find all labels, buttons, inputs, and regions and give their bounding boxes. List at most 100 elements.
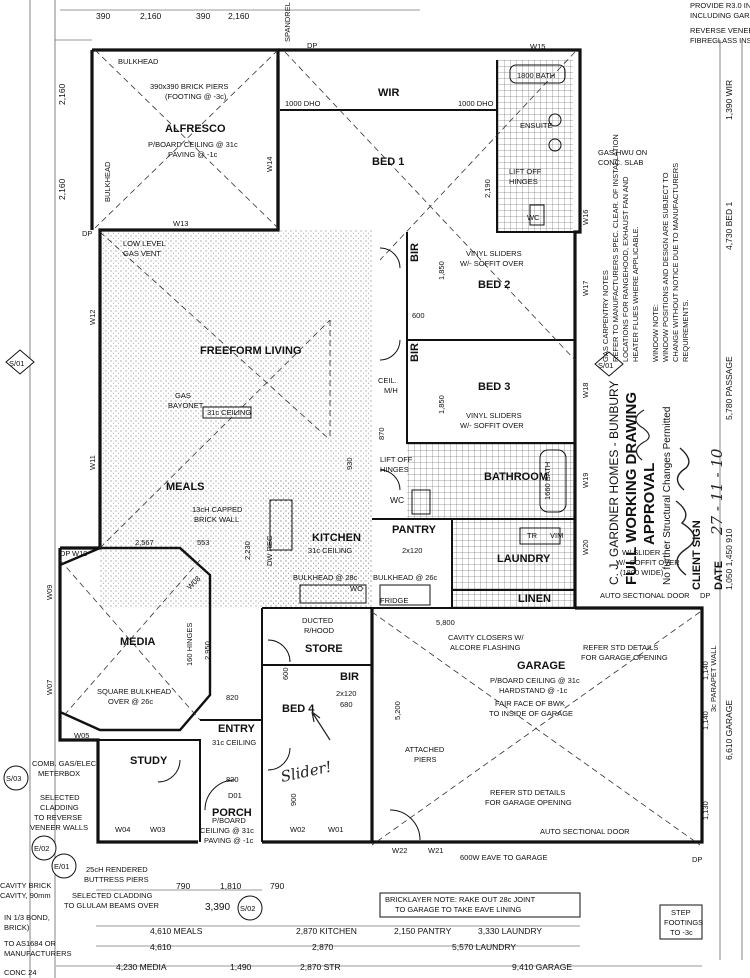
handwritten-annotation: Slider! bbox=[279, 711, 333, 786]
svg-text:CHANGE WITHOUT NOTICE DUE TO M: CHANGE WITHOUT NOTICE DUE TO MANUFACTURE… bbox=[671, 163, 680, 362]
svg-text:930: 930 bbox=[345, 457, 354, 470]
left-notes: CAVITY BRICK CAVITY, 90mm IN 1/3 BOND, B… bbox=[0, 881, 72, 977]
svg-text:CEIL.: CEIL. bbox=[378, 376, 397, 385]
svg-text:ATTACHED: ATTACHED bbox=[405, 745, 445, 754]
svg-text:CLADDING: CLADDING bbox=[40, 803, 79, 812]
svg-text:TO INSIDE OF GARAGE: TO INSIDE OF GARAGE bbox=[489, 709, 573, 718]
svg-text:W02: W02 bbox=[290, 825, 305, 834]
svg-text:FAIR FACE OF BWK: FAIR FACE OF BWK bbox=[495, 699, 565, 708]
svg-text:DP: DP bbox=[60, 549, 70, 558]
section-s01-right[interactable]: S/01 bbox=[594, 351, 624, 377]
svg-text:1000 DHO: 1000 DHO bbox=[458, 99, 494, 108]
svg-text:31c CEILING: 31c CEILING bbox=[207, 408, 251, 417]
svg-text:W/ SLIDER: W/ SLIDER bbox=[622, 548, 661, 557]
svg-text:4,730 BED 1: 4,730 BED 1 bbox=[724, 202, 734, 250]
svg-text:SELECTED CLADDING: SELECTED CLADDING bbox=[72, 891, 153, 900]
stamp-title: FULL WORKING DRAWING bbox=[623, 392, 640, 585]
svg-text:2,230: 2,230 bbox=[243, 541, 252, 560]
svg-text:3,390: 3,390 bbox=[205, 902, 230, 913]
svg-text:W19: W19 bbox=[581, 473, 590, 488]
svg-text:9,410 GARAGE: 9,410 GARAGE bbox=[512, 962, 572, 972]
svg-text:2,567: 2,567 bbox=[135, 538, 154, 547]
svg-text:TO REVERSE: TO REVERSE bbox=[34, 813, 82, 822]
svg-text:FOR GARAGE OPENING: FOR GARAGE OPENING bbox=[581, 653, 668, 662]
svg-text:BRICK WALL: BRICK WALL bbox=[194, 515, 239, 524]
svg-text:METERBOX: METERBOX bbox=[38, 769, 80, 778]
room-meals: MEALS bbox=[166, 481, 205, 493]
section-s02[interactable]: S/02 bbox=[237, 895, 263, 921]
room-laundry: LAUNDRY bbox=[497, 553, 551, 565]
room-labels: ALFRESCO WIR ENSUITE BED 1 BED 2 BED 3 B… bbox=[120, 87, 565, 819]
section-markers[interactable]: S/01 S/01 S/03 E/02 E/01 S/02 bbox=[3, 349, 624, 921]
svg-text:820: 820 bbox=[226, 775, 239, 784]
svg-text:W13: W13 bbox=[173, 219, 188, 228]
svg-text:VENEER WALLS: VENEER WALLS bbox=[30, 823, 88, 832]
dim-top-4: 2,160 bbox=[228, 11, 250, 21]
svg-text:W/- SOFFIT OVER: W/- SOFFIT OVER bbox=[616, 558, 680, 567]
door-swings bbox=[157, 247, 421, 841]
svg-text:W/- SOFFIT OVER: W/- SOFFIT OVER bbox=[460, 259, 524, 268]
svg-text:TO AS1684 OR: TO AS1684 OR bbox=[4, 939, 57, 948]
step-note-box bbox=[659, 904, 703, 940]
svg-text:1,140: 1,140 bbox=[701, 661, 710, 680]
section-e02[interactable]: E/02 bbox=[31, 835, 57, 861]
svg-text:W20: W20 bbox=[581, 540, 590, 555]
svg-text:870: 870 bbox=[377, 427, 386, 440]
svg-text:1,140: 1,140 bbox=[701, 711, 710, 730]
spandrel-label: SPANDREL bbox=[283, 2, 292, 42]
svg-text:WINDOW POSITIONS AND DESIGN AR: WINDOW POSITIONS AND DESIGN ARE SUBJECT … bbox=[661, 172, 670, 362]
dim-top-2: 2,160 bbox=[140, 11, 162, 21]
svg-text:W15: W15 bbox=[530, 42, 545, 51]
svg-text:2x120: 2x120 bbox=[402, 546, 422, 555]
svg-text:REFER TO MANUFACTURERS SPEC. C: REFER TO MANUFACTURERS SPEC. CLEAR. OF I… bbox=[611, 134, 620, 362]
svg-text:HARDSTAND @ -1c: HARDSTAND @ -1c bbox=[499, 686, 568, 695]
bottom-dimensions: 790 1,810 790 3,390 4,610 MEALS 2,870 KI… bbox=[56, 881, 702, 972]
top-right-notes: PROVIDE R3.0 INSULATION INCLUDING GARAGE… bbox=[690, 1, 750, 45]
svg-text:900: 900 bbox=[289, 793, 298, 806]
svg-text:BRICK): BRICK) bbox=[4, 923, 30, 932]
dim-left-1: 2,160 bbox=[57, 83, 67, 105]
svg-text:31c CEILING: 31c CEILING bbox=[212, 738, 256, 747]
room-bed3: BED 3 bbox=[478, 381, 510, 393]
svg-text:R/HOOD: R/HOOD bbox=[304, 626, 335, 635]
room-bathroom: BATHROOM bbox=[484, 471, 548, 483]
svg-text:S/02: S/02 bbox=[240, 904, 255, 913]
media-bay bbox=[58, 546, 212, 732]
room-study: STUDY bbox=[130, 755, 168, 767]
svg-text:CAVITY, 90mm: CAVITY, 90mm bbox=[0, 891, 51, 900]
svg-text:S/01: S/01 bbox=[9, 359, 24, 368]
room-wc: WC bbox=[527, 213, 540, 222]
svg-text:GAS VENT: GAS VENT bbox=[123, 249, 161, 258]
svg-text:S/01: S/01 bbox=[598, 361, 613, 370]
svg-text:SQUARE BULKHEAD: SQUARE BULKHEAD bbox=[97, 687, 172, 696]
svg-text:FOOTINGS: FOOTINGS bbox=[664, 918, 703, 927]
room-bir-1: BIR bbox=[409, 243, 421, 262]
room-wc2: WC bbox=[390, 495, 404, 505]
stamp-company: C. J. GARDNER HOMES - BUNBURY bbox=[607, 381, 621, 585]
stamp-note: No further Structural Changes Permitted bbox=[662, 407, 673, 585]
room-entry: ENTRY bbox=[218, 723, 256, 735]
svg-text:W10: W10 bbox=[72, 549, 87, 558]
svg-text:5,200: 5,200 bbox=[393, 701, 402, 720]
svg-text:CEILING @ 31c: CEILING @ 31c bbox=[200, 826, 254, 835]
dim-left-2: 2,160 bbox=[57, 178, 67, 200]
svg-text:W01: W01 bbox=[328, 825, 343, 834]
svg-text:DP: DP bbox=[700, 591, 710, 600]
section-e01[interactable]: E/01 bbox=[51, 853, 77, 879]
roof-lines bbox=[59, 49, 701, 846]
section-s01-left[interactable]: S/01 bbox=[5, 349, 35, 375]
svg-text:VIM: VIM bbox=[550, 531, 563, 540]
svg-text:5,800: 5,800 bbox=[436, 618, 455, 627]
svg-text:TO -3c: TO -3c bbox=[670, 928, 693, 937]
svg-text:BAYONET: BAYONET bbox=[168, 401, 204, 410]
svg-text:HINGES: HINGES bbox=[380, 465, 409, 474]
section-s03[interactable]: S/03 bbox=[3, 765, 29, 791]
approval-stamp: C. J. GARDNER HOMES - BUNBURY FULL WORKI… bbox=[607, 381, 726, 590]
svg-text:4,610 MEALS: 4,610 MEALS bbox=[150, 926, 203, 936]
svg-text:W07: W07 bbox=[45, 680, 54, 695]
svg-text:DUCTED: DUCTED bbox=[302, 616, 334, 625]
svg-text:E/02: E/02 bbox=[34, 844, 49, 853]
svg-text:W/- SOFFIT OVER: W/- SOFFIT OVER bbox=[460, 421, 524, 430]
svg-text:FRIDGE: FRIDGE bbox=[380, 596, 408, 605]
svg-text:LOW LEVEL: LOW LEVEL bbox=[123, 239, 166, 248]
